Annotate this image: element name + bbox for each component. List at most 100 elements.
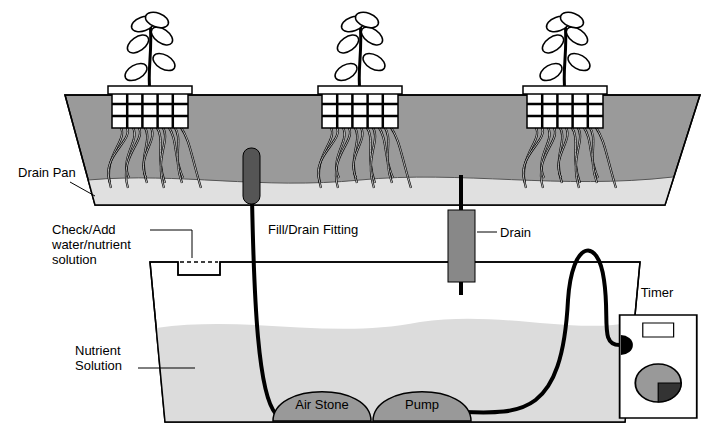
root [541,126,549,178]
timer-plug [621,335,633,355]
timer-box [620,315,697,418]
root [144,126,153,178]
stem [359,22,361,92]
root [336,126,350,188]
root [589,126,597,183]
net-pot-rim [318,86,402,94]
root [126,126,134,178]
root [174,126,182,183]
net-pot [322,92,398,128]
root [180,126,201,188]
root [371,126,375,188]
net-pot-grid [141,92,144,128]
leaf [124,31,152,56]
node-label: Air Stone [295,397,348,412]
leaf [143,9,170,30]
net-pot [112,92,188,128]
root [354,126,363,178]
root [108,126,128,183]
timer: Timer [610,285,704,420]
net-pot-grid [351,92,354,128]
root [524,126,537,188]
part-label: Fill/Drain Fitting [268,222,358,237]
leaf [537,60,565,84]
pan-solution-surface [88,177,673,183]
root [336,126,344,178]
root [559,126,568,178]
leaf [565,50,593,74]
net-pot-grid [556,92,559,128]
pan-solution [88,177,673,205]
net-pot-grid [322,103,398,106]
root [108,126,128,183]
root [390,126,411,188]
root [390,126,411,188]
net-pot-grid [366,92,369,128]
root [161,126,165,188]
leader-line [150,230,192,258]
root [318,126,338,183]
root [126,126,134,178]
net-pot-grid [382,92,385,128]
root [523,126,543,183]
root [541,126,555,188]
node-label: Timer [610,285,704,300]
net-pot-grid [527,115,603,118]
pump: Pump [372,378,472,422]
root [126,126,140,188]
net-pot-grid [527,103,603,106]
reservoir-solution [156,319,634,422]
root [109,126,122,188]
net-pot-grid [336,92,339,128]
pump-body [373,392,471,421]
reservoir-outline [150,262,640,422]
root [126,126,140,188]
drain-fitting [448,210,475,282]
net-pot [527,92,603,128]
root [523,126,543,183]
net-pot-grid [112,103,188,106]
timer-dial [635,364,681,402]
root [378,126,393,178]
plants [108,9,616,188]
leader-line [138,368,195,369]
root [595,126,616,188]
root [318,126,338,183]
root [384,126,392,183]
air-stone-body [273,392,371,421]
fill-drain-fitting [243,148,260,204]
root [583,126,598,178]
root [541,126,549,178]
root [161,126,165,188]
root [168,126,183,178]
net-pot-grid [541,92,544,128]
leaf [122,60,150,84]
root [524,126,537,188]
root [319,126,332,188]
part-label: Drain Pan [18,165,76,180]
root [144,126,153,178]
stem [149,22,151,92]
root [336,126,350,188]
net-pot-rim [108,86,192,94]
leaf [558,9,585,30]
root [384,126,392,183]
part-label: Check/Add water/nutrient solution [52,222,146,267]
net-pot-grid [322,115,398,118]
root [319,126,332,188]
net-pot-grid [587,92,590,128]
net-pot-grid [172,92,175,128]
root [174,126,182,183]
leaf [150,50,178,74]
node-label: Pump [405,397,439,412]
root [595,126,616,188]
root [354,126,363,178]
air-stone: Air Stone [272,378,372,422]
part-label: Drain [500,225,531,240]
part-label: Nutrient Solution [75,343,137,373]
power-cord [462,250,620,412]
root [589,126,597,183]
root [336,126,344,178]
root [109,126,122,188]
leaf [360,50,388,74]
